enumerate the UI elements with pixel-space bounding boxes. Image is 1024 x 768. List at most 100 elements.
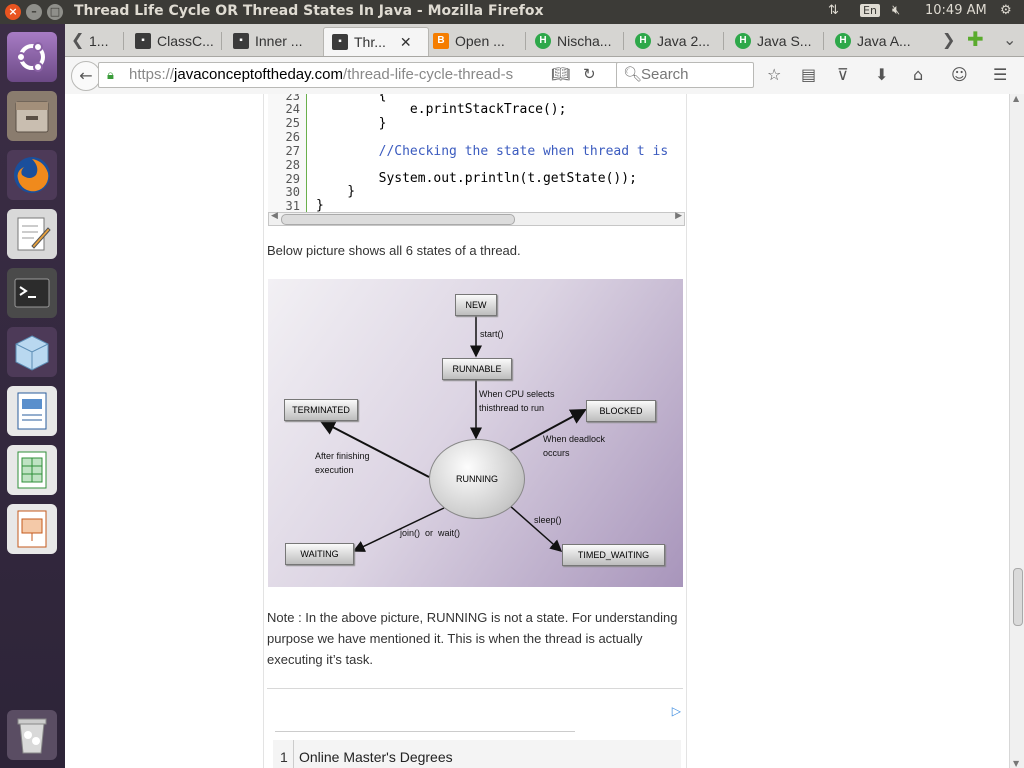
- ad-label: Online Master's Degrees: [299, 749, 453, 765]
- code-line: e.printStackTrace();: [316, 102, 567, 117]
- code-comment-line: //Checking the state when thread t is: [316, 144, 669, 159]
- code-favicon-icon: ▪: [135, 33, 151, 49]
- url-bar[interactable]: 🔒︎ https://javaconceptoftheday.com/threa…: [98, 62, 678, 88]
- state-waiting: WAITING: [285, 543, 354, 565]
- keyboard-layout-indicator[interactable]: En: [860, 3, 880, 18]
- line-number: 25: [285, 116, 300, 130]
- h-favicon-icon: H: [835, 33, 851, 49]
- code-block: 23 24 25 26 27 28 29 30 31 { e.printStac…: [268, 94, 684, 213]
- back-arrow-icon: ←: [79, 66, 93, 85]
- scroll-left-arrow-icon[interactable]: ◀: [271, 211, 278, 221]
- window-maximize-button[interactable]: □: [47, 4, 63, 20]
- window-close-button[interactable]: ×: [5, 4, 21, 20]
- firefox-icon[interactable]: [7, 150, 57, 200]
- line-number: 26: [285, 130, 300, 144]
- label-join-wait: join() or wait(): [400, 528, 461, 538]
- ubuntu-dash-icon[interactable]: [7, 32, 57, 82]
- page-scrollbar-thumb[interactable]: [1013, 568, 1023, 626]
- impress-icon[interactable]: [7, 504, 57, 554]
- arrow-running-to-waiting: [352, 507, 445, 552]
- blogger-favicon-icon: B: [433, 33, 449, 49]
- window-title: Thread Life Cycle OR Thread States In Ja…: [74, 3, 544, 19]
- calc-icon[interactable]: [7, 445, 57, 495]
- window-minimize-button[interactable]: –: [26, 4, 42, 20]
- label-finish-1: After finishing: [315, 451, 370, 461]
- back-button[interactable]: ←: [71, 61, 101, 91]
- code-line: }: [316, 184, 356, 199]
- ad-number: 1: [280, 749, 288, 765]
- downloads-icon[interactable]: ⬇: [875, 65, 889, 84]
- reader-view-icon[interactable]: 📖︎: [551, 66, 571, 83]
- volume-mute-icon[interactable]: 🔇︎: [892, 3, 901, 18]
- settings-gear-icon[interactable]: ⚙: [1000, 3, 1012, 18]
- diagram-arrows: [319, 315, 587, 552]
- search-input[interactable]: 🔍︎ Search: [616, 62, 754, 88]
- terminal-icon[interactable]: [7, 268, 57, 318]
- divider: [267, 688, 683, 689]
- scroll-up-arrow-icon[interactable]: ▲: [1013, 94, 1020, 103]
- adchoices-icon[interactable]: ▷: [671, 704, 681, 718]
- pocket-icon[interactable]: ⊽: [837, 65, 849, 84]
- label-cpu-2: thisthread to run: [479, 403, 545, 413]
- all-tabs-chevron-down-icon[interactable]: ⌄: [1003, 30, 1017, 49]
- arrow-running-to-blocked: [508, 409, 587, 452]
- article-column: [263, 94, 687, 768]
- tab-thread-active[interactable]: ▪Thr...✕: [323, 27, 429, 56]
- code-horizontal-scrollbar[interactable]: ◀ ▶: [268, 211, 685, 226]
- code-line: {: [316, 94, 387, 103]
- scroll-down-arrow-icon[interactable]: ▼: [1013, 759, 1020, 768]
- ad-divider: [275, 731, 575, 732]
- tab-inner[interactable]: ▪Inner ...: [225, 27, 323, 55]
- network-icon[interactable]: ⇅: [828, 3, 839, 18]
- h-favicon-icon: H: [735, 33, 751, 49]
- line-number: 30: [285, 185, 300, 199]
- tab-classc[interactable]: ▪ClassC...: [127, 27, 223, 55]
- label-deadlock-2: occurs: [543, 448, 570, 458]
- label-deadlock-1: When deadlock: [543, 434, 606, 444]
- label-finish-2: execution: [315, 465, 354, 475]
- text-editor-icon[interactable]: [7, 209, 57, 259]
- new-tab-plus-icon[interactable]: ✚: [967, 27, 984, 51]
- tab-scroll-right-icon[interactable]: ❯: [942, 30, 956, 49]
- writer-icon[interactable]: [7, 386, 57, 436]
- reading-list-icon[interactable]: ▤: [801, 65, 817, 84]
- line-number: 28: [285, 158, 300, 172]
- home-icon[interactable]: ⌂: [913, 65, 924, 84]
- line-number: 24: [285, 102, 300, 116]
- tab-scroll-left-icon[interactable]: ❮: [71, 30, 85, 49]
- code-favicon-icon: ▪: [332, 34, 348, 50]
- url-domain: javaconceptoftheday.com: [174, 66, 344, 83]
- social-share-icon[interactable]: ☺: [951, 65, 968, 84]
- trash-icon[interactable]: [7, 710, 57, 760]
- line-number: 31: [285, 199, 300, 213]
- ad-link[interactable]: 1 Online Master's Degrees: [273, 740, 681, 768]
- top-panel: × – □ Thread Life Cycle OR Thread States…: [0, 0, 1024, 24]
- clock[interactable]: 10:49 AM: [925, 3, 987, 18]
- virtualbox-icon[interactable]: [7, 327, 57, 377]
- tab-close-icon[interactable]: ✕: [399, 33, 412, 50]
- note-line-1: Note : In the above picture, RUNNING is …: [267, 610, 678, 625]
- label-start: start(): [480, 329, 504, 339]
- tab-1[interactable]: 1...: [89, 33, 109, 49]
- menu-hamburger-icon[interactable]: ☰: [993, 65, 1008, 84]
- scrollbar-thumb[interactable]: [281, 214, 515, 225]
- state-runnable: RUNNABLE: [442, 358, 512, 380]
- page-vertical-scrollbar[interactable]: ▲ ▼: [1009, 94, 1024, 768]
- scroll-right-arrow-icon[interactable]: ▶: [675, 211, 682, 221]
- state-new: NEW: [455, 294, 497, 316]
- bookmark-star-icon[interactable]: ☆: [767, 65, 782, 84]
- line-number: 29: [285, 172, 300, 186]
- state-terminated: TERMINATED: [284, 399, 358, 421]
- code-line: }: [316, 116, 387, 131]
- reload-icon[interactable]: ↻: [583, 66, 596, 83]
- state-running: RUNNING: [429, 439, 525, 519]
- arrow-running-to-terminated: [319, 420, 430, 478]
- note-line-2: purpose we have mentioned it. This is wh…: [267, 631, 643, 646]
- files-icon[interactable]: [7, 91, 57, 141]
